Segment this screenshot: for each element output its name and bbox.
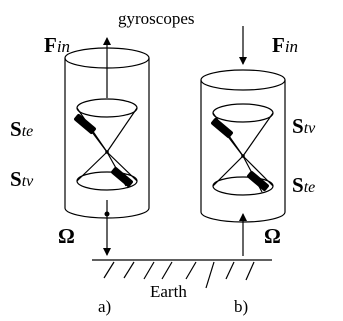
ground-hatch: [103, 261, 115, 279]
lower-cone-a-left: [76, 151, 108, 182]
ground-hatch: [245, 261, 255, 281]
upper-cone-b-rim: [212, 103, 274, 123]
force-b-label: Fin: [272, 33, 298, 57]
ground-hatch: [161, 261, 173, 280]
ground-hatch: [185, 261, 197, 280]
upper-cone-b-right: [242, 112, 274, 157]
caption-a: a): [98, 297, 111, 316]
ground-hatch: [225, 261, 235, 280]
spin-a-lower-label: Stv: [10, 167, 34, 191]
upper-cone-a-rim: [76, 98, 138, 118]
spin-a-upper-label: Ste: [10, 117, 33, 141]
omega-a-label: Ω: [58, 224, 75, 248]
omega-b-label: Ω: [264, 224, 281, 248]
base-dot-a: [104, 211, 110, 217]
pivot-a: [105, 150, 109, 154]
ground: [92, 259, 272, 289]
spin-b-upper-label: Stv: [292, 114, 316, 138]
lower-cone-b-left: [212, 155, 244, 187]
ground-hatch: [143, 261, 155, 280]
gyroscope-b-upper: [211, 118, 233, 138]
diagram-title: gyroscopes: [118, 9, 194, 28]
gyroscope-a-upper: [74, 114, 96, 134]
spin-b-lower-label: Ste: [292, 173, 315, 197]
cylinder-b-top: [200, 69, 286, 91]
gyroscope-a-lower: [111, 167, 133, 187]
upper-cone-a-right: [106, 107, 138, 153]
force-a-label: Fin: [44, 33, 70, 57]
ground-hatch: [205, 261, 215, 289]
lower-cone-b-right: [242, 155, 274, 187]
gyroscope-b-lower: [247, 171, 269, 191]
caption-b: b): [234, 297, 248, 316]
panel-a: [64, 37, 150, 256]
ground-hatch: [123, 261, 135, 279]
pivot-b: [241, 154, 245, 158]
panel-b: [200, 26, 286, 256]
lower-cone-a-right: [106, 151, 138, 182]
earth-label: Earth: [150, 282, 187, 301]
